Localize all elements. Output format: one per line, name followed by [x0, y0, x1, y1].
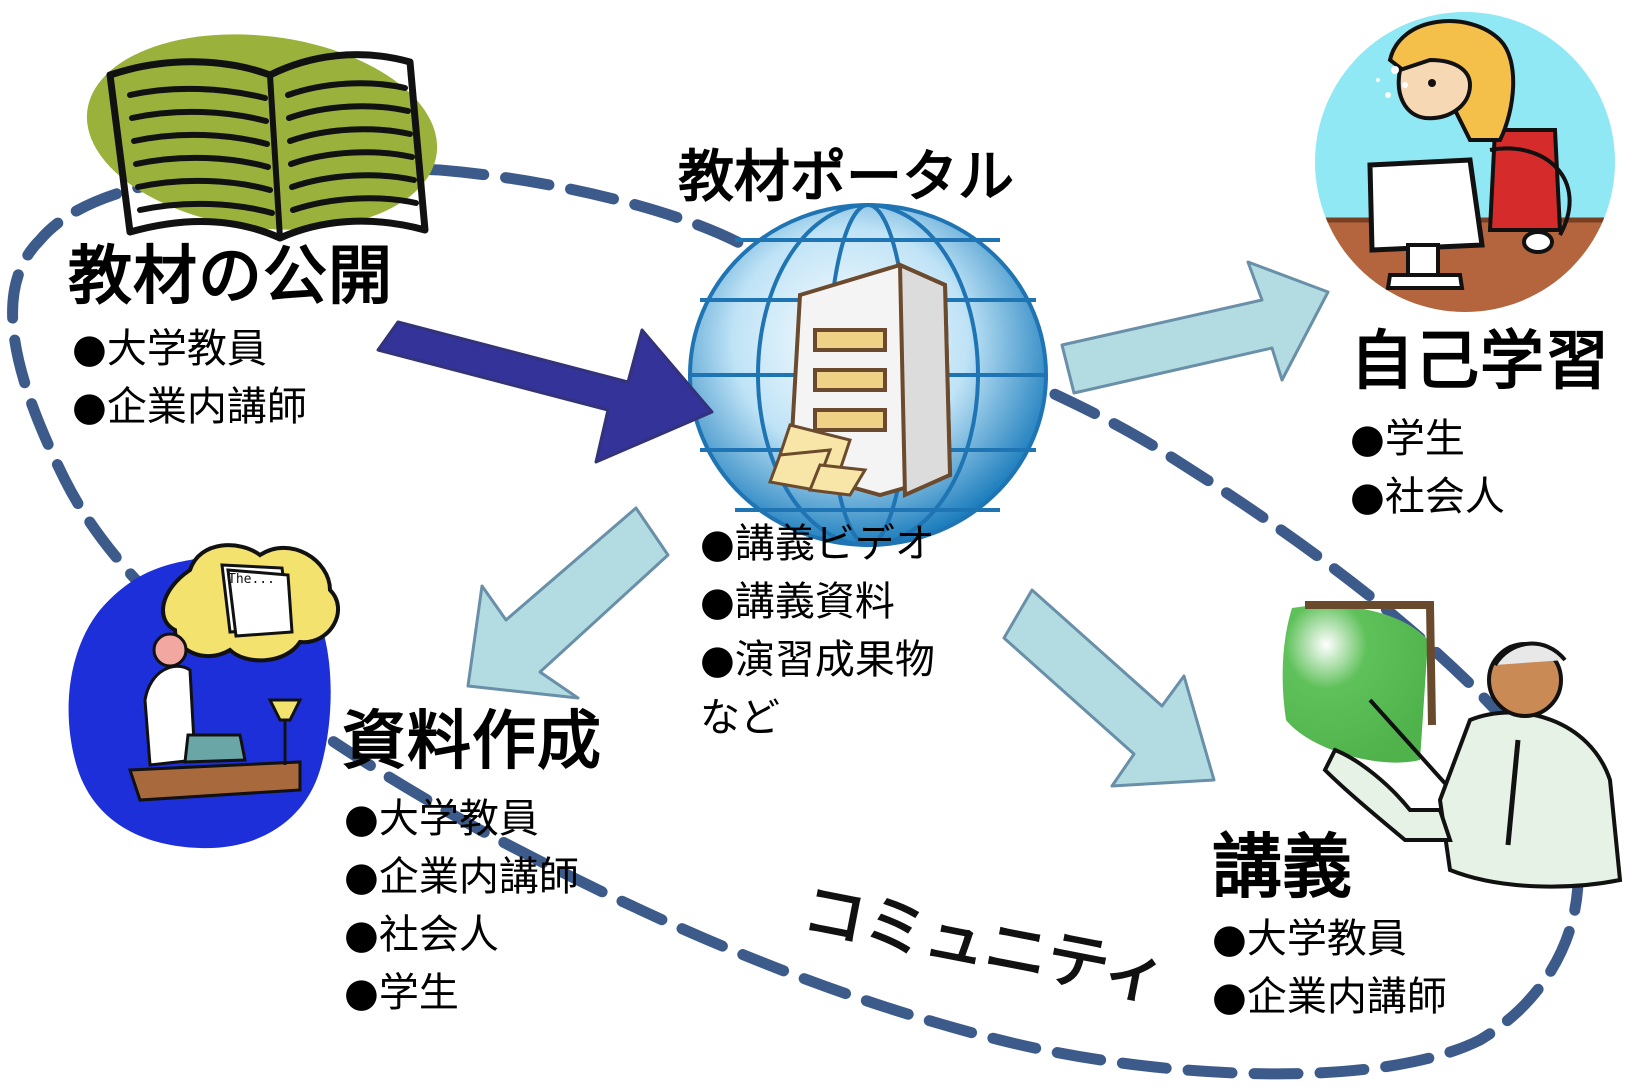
open-book-icon: [86, 34, 438, 242]
list-item: ●講義資料: [700, 579, 895, 625]
list-item: ●企業内講師: [72, 384, 307, 430]
self-study-title: 自己学習: [1350, 325, 1610, 399]
list-item: ●大学教員: [72, 326, 267, 372]
material-creation-title: 資料作成: [342, 705, 602, 779]
student-at-computer-icon: [1315, 12, 1615, 312]
arrow-to-self-study: [1060, 260, 1330, 395]
list-item: ●学生: [344, 970, 459, 1016]
writer-at-typewriter-icon: The...: [68, 543, 341, 849]
publish-title: 教材の公開: [68, 240, 393, 314]
portal-globe-icon: [688, 203, 1048, 547]
list-item: ●大学教員: [344, 796, 539, 842]
portal-title: 教材ポータル: [678, 145, 1014, 210]
list-item: ●社会人: [344, 912, 499, 958]
arrow-to-lecture: [1002, 588, 1216, 788]
lecturer-with-blackboard-icon: [1282, 601, 1623, 889]
lecture-title: 講義: [1212, 826, 1352, 908]
list-item: ●社会人: [1350, 474, 1505, 520]
list-item: ●演習成果物: [700, 637, 935, 683]
list-item: など: [700, 695, 780, 741]
material-creation-list: ●大学教員 ●企業内講師 ●社会人 ●学生: [344, 790, 579, 1022]
list-item: ●学生: [1350, 416, 1465, 462]
list-item: ●講義ビデオ: [700, 521, 935, 567]
list-item: ●大学教員: [1212, 916, 1407, 962]
svg-text:The...: The...: [228, 572, 275, 587]
publish-arrow: [376, 320, 714, 464]
portal-contents-list: ●講義ビデオ ●講義資料 ●演習成果物 など: [700, 515, 935, 747]
arrow-to-material-creation: [466, 506, 670, 700]
community-label: コミュニティ: [797, 873, 1172, 1015]
list-item: ●企業内講師: [344, 854, 579, 900]
list-item: ●企業内講師: [1212, 974, 1447, 1020]
self-study-list: ●学生 ●社会人: [1350, 410, 1505, 526]
publish-list: ●大学教員 ●企業内講師: [72, 320, 307, 436]
lecture-list: ●大学教員 ●企業内講師: [1212, 910, 1447, 1026]
